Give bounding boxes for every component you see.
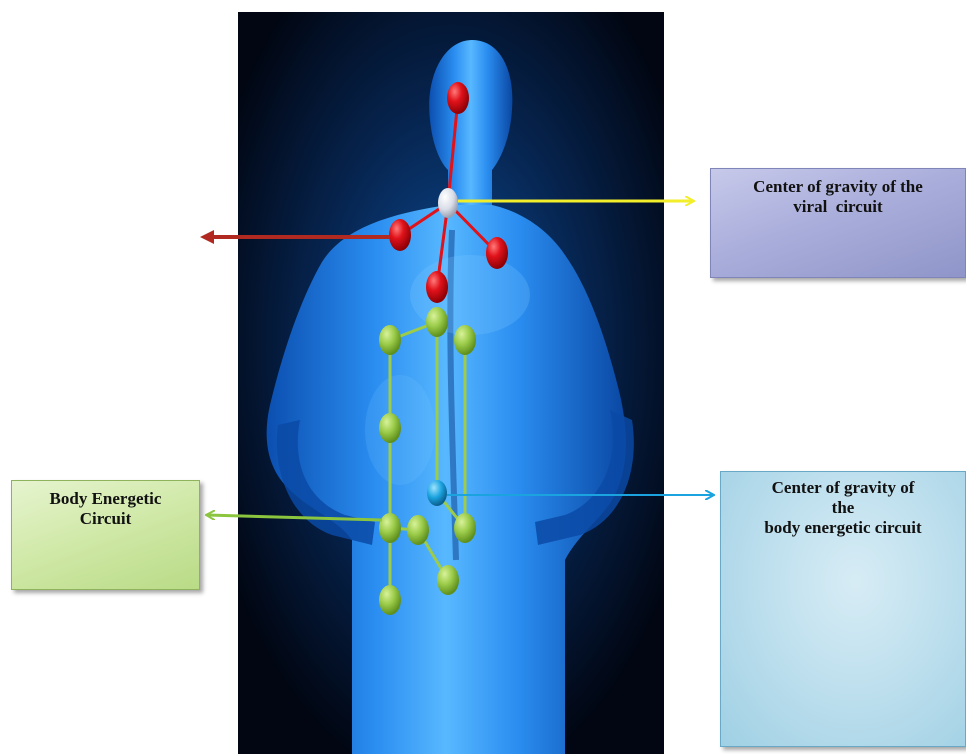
body-node xyxy=(379,513,401,543)
viral-node xyxy=(447,82,469,114)
body-node xyxy=(454,513,476,543)
viral-center-of-gravity-node xyxy=(438,188,458,218)
viral-node xyxy=(389,219,411,251)
body-node xyxy=(379,325,401,355)
viral-node xyxy=(486,237,508,269)
body-node xyxy=(426,307,448,337)
body-energetic-label-line2: Circuit xyxy=(12,509,199,529)
body-center-of-gravity-node xyxy=(427,480,447,506)
body-gravity-label-box: Center of gravity of the body energetic … xyxy=(720,471,966,747)
body-energetic-label-line1: Body Energetic xyxy=(12,489,199,509)
viral-gravity-label-line2: viral circuit xyxy=(711,197,965,217)
body-node xyxy=(379,585,401,615)
body-gravity-label-line3: body energetic circuit xyxy=(721,518,965,538)
body-gravity-label-line2: the xyxy=(721,498,965,518)
body-node xyxy=(437,565,459,595)
body-node xyxy=(379,413,401,443)
body-energetic-circuit-label-box: Body Energetic Circuit xyxy=(11,480,200,590)
viral-gravity-label-box: Center of gravity of the viral circuit xyxy=(710,168,966,278)
viral-node xyxy=(426,271,448,303)
viral-gravity-label-line1: Center of gravity of the xyxy=(711,177,965,197)
body-gravity-label-line1: Center of gravity of xyxy=(721,478,965,498)
body-node xyxy=(454,325,476,355)
body-node xyxy=(407,515,429,545)
